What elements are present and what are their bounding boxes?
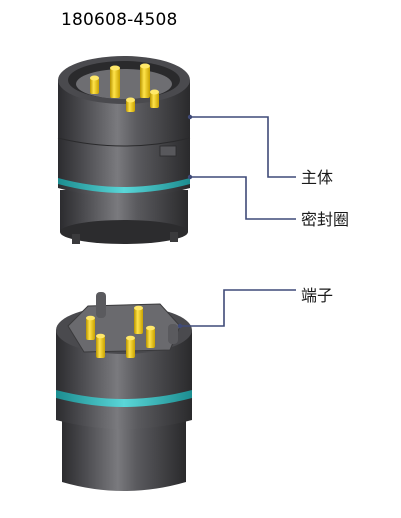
leader-line-body <box>190 116 296 178</box>
bottom-connector <box>56 292 192 491</box>
bottom-seal-ring <box>56 390 192 407</box>
latch-window <box>159 145 177 157</box>
mounting-foot <box>170 232 178 242</box>
part-number: 180608-4508 <box>61 10 178 30</box>
top-pin-group <box>90 63 159 112</box>
top-connector <box>57 56 191 244</box>
leader-line-terminal <box>180 289 296 327</box>
callout-terminal: 端子 <box>301 286 334 305</box>
callout-body: 主体 <box>301 168 334 187</box>
top-seal-ring <box>58 178 190 193</box>
locking-post <box>96 292 106 318</box>
bottom-pin-group <box>86 305 155 358</box>
leader-line-seal <box>190 176 296 220</box>
locking-post <box>168 324 178 344</box>
bottom-connector-base <box>62 420 186 491</box>
mounting-foot <box>72 234 80 244</box>
callout-seal-ring: 密封圈 <box>301 210 350 229</box>
